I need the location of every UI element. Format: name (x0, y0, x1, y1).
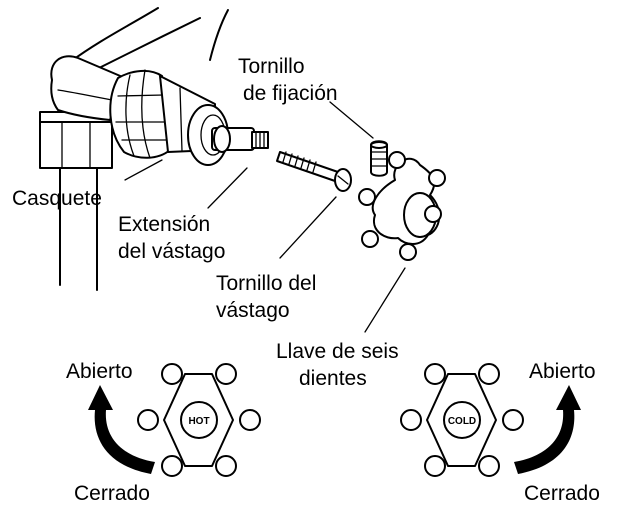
cold-handle: COLD (400, 363, 524, 477)
hot-open-label: Abierto (66, 360, 133, 383)
hot-rotation-arrow (88, 385, 155, 474)
set-screw-label-line2: de fijación (243, 82, 338, 105)
stem-extension (211, 125, 269, 153)
cold-rotation-arrow (514, 385, 581, 474)
stem-screw (276, 151, 352, 192)
set-screw (370, 140, 388, 177)
hot-knob-text: HOT (188, 416, 209, 427)
cold-knob-text: COLD (448, 416, 476, 427)
bonnet-label: Casquete (12, 187, 102, 210)
cold-closed-label: Cerrado (524, 482, 600, 505)
stem-extension-label-line2: del vástago (118, 240, 225, 263)
hot-closed-label: Cerrado (74, 482, 150, 505)
stem-screw-label-line2: vástago (216, 299, 290, 322)
six-spoke-handle (358, 151, 446, 261)
handle-label-line1: Llave de seis (276, 340, 399, 363)
pipe-assembly (39, 7, 229, 291)
cold-open-label: Abierto (529, 360, 596, 383)
stem-screw-label-line1: Tornillo del (216, 272, 316, 295)
bonnet (109, 69, 229, 166)
leader-lines (124, 101, 406, 333)
stem-extension-label-line1: Extensión (118, 213, 210, 236)
handle-label-line2: dientes (299, 367, 367, 390)
hot-handle: HOT (137, 363, 261, 477)
set-screw-label-line1: Tornillo (238, 55, 305, 78)
